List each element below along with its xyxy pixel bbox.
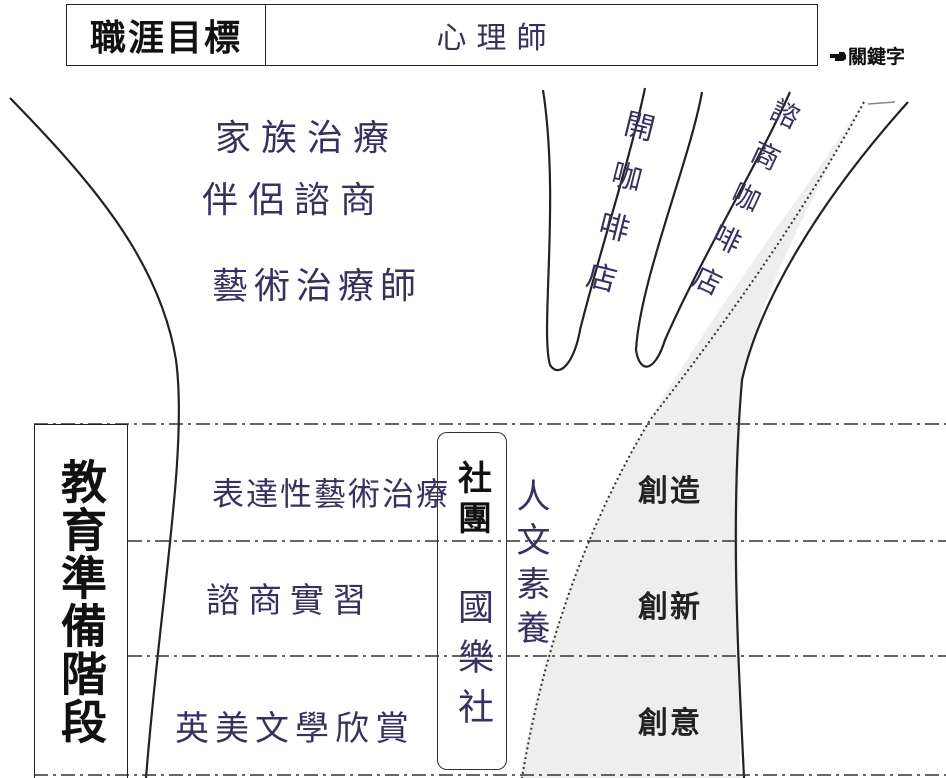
creative-level-innovate: 創新 xyxy=(638,590,702,625)
career-goal-label: 職涯目標 xyxy=(67,5,266,65)
club-box: 社團 國樂社 xyxy=(437,432,507,770)
club-title: 社團 xyxy=(451,460,492,540)
shaded-region xyxy=(520,104,862,778)
keyword-tag: 關鍵字 xyxy=(830,42,905,69)
club-name: 國樂社 xyxy=(452,588,493,738)
trunk-left-line xyxy=(9,97,180,778)
career-option-1: 家族治療 xyxy=(215,118,399,159)
pointing-hand-icon xyxy=(830,51,846,61)
education-plan-3: 英美文學欣賞 xyxy=(175,709,415,749)
career-goal-value: 心理師 xyxy=(436,21,557,56)
career-option-3: 藝術治療師 xyxy=(212,266,422,307)
branch-two-outline xyxy=(634,91,792,368)
branch-cap xyxy=(867,101,896,105)
creative-level-create: 創造 xyxy=(638,474,702,509)
education-stage-box: 教育準備階段 xyxy=(34,424,128,778)
keyword-label: 關鍵字 xyxy=(848,46,906,68)
education-plan-2: 諮商實習 xyxy=(206,581,374,621)
education-stage-label: 教育準備階段 xyxy=(54,457,108,746)
creative-level-idea: 創意 xyxy=(638,706,702,741)
row-divider-lines xyxy=(34,423,946,776)
education-plan-1: 表達性藝術治療 xyxy=(212,475,450,513)
literacy-note: 人文素養 xyxy=(510,478,550,654)
branch-one-text: 開咖啡店 xyxy=(573,106,658,317)
career-option-2: 伴侶諮商 xyxy=(202,180,386,221)
career-goal-table: 職涯目標 心理師 xyxy=(66,4,818,66)
trunk-right-line xyxy=(734,101,909,778)
branch-one-outline xyxy=(541,87,647,372)
